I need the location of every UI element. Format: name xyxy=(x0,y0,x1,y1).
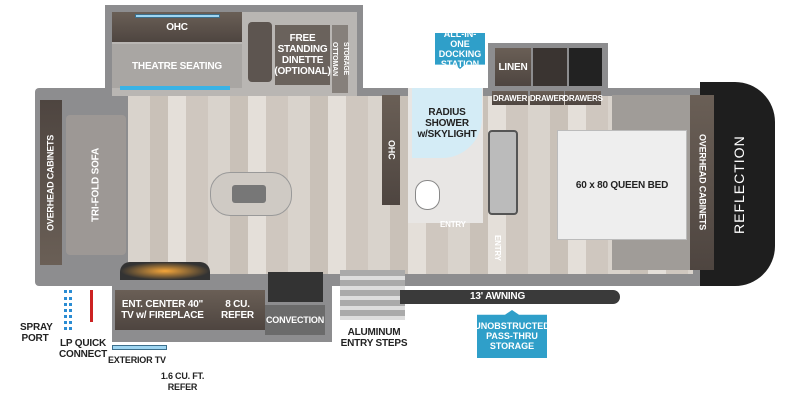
overhead-cabinets-right-label: OVERHEAD CABINETS xyxy=(697,134,708,231)
awning-label: 13' AWNING xyxy=(470,291,526,302)
theatre-light xyxy=(120,86,230,90)
fireplace xyxy=(120,262,210,280)
dark-cabinet xyxy=(569,48,602,86)
spray-port: SPRAY PORT xyxy=(20,322,53,344)
drawers-label: DRAWERS xyxy=(563,93,603,103)
linen-closet: LINEN xyxy=(495,48,531,86)
refer-label: 8 CU. REFER xyxy=(221,299,254,321)
vanity-sink xyxy=(488,130,518,215)
pass-thru-storage-callout: UNOBSTRUCTED PASS-THRU STORAGE xyxy=(477,310,547,358)
drawer-2-label: DRAWER xyxy=(529,93,565,103)
lp-hose-icon xyxy=(64,290,72,330)
drawer-1-label: DRAWER xyxy=(492,93,528,103)
entry-steps xyxy=(340,270,405,320)
drawers: DRAWERS xyxy=(563,91,603,105)
overhead-cabinets-left-label: OVERHEAD CABINETS xyxy=(45,134,56,231)
toilet-icon xyxy=(415,180,440,210)
pass-thru-storage-label: UNOBSTRUCTED PASS-THRU STORAGE xyxy=(474,321,550,351)
tri-fold-sofa: TRI-FOLD SOFA xyxy=(66,115,126,255)
stove xyxy=(268,272,323,302)
ent-center-label: ENT. CENTER 40" TV w/ FIREPLACE xyxy=(121,299,204,321)
docking-station-label: ALL-IN-ONE DOCKING STATION xyxy=(438,29,482,69)
dinette-label: FREE STANDING DINETTE (OPTIONAL) xyxy=(274,33,331,77)
storage-ottoman-label: STORAGE OTTOMAN xyxy=(331,42,349,76)
drawer-2: DRAWER xyxy=(530,91,564,105)
aluminum-steps: ALUMINUM ENTRY STEPS xyxy=(340,327,408,349)
shelves xyxy=(533,48,567,86)
theatre-seating-label: THEATRE SEATING xyxy=(132,60,222,72)
exterior-tv-icon xyxy=(112,345,167,350)
small-refer: 1.6 CU. FT. REFER xyxy=(160,371,205,392)
overhead-cabinets-right: OVERHEAD CABINETS xyxy=(690,95,714,270)
ohc-mid: OHC xyxy=(382,95,400,205)
sink-icon xyxy=(232,185,266,203)
linen-label: LINEN xyxy=(498,61,528,73)
convection-oven: CONVECTION xyxy=(265,305,325,335)
entertainment-center: ENT. CENTER 40" TV w/ FIREPLACE xyxy=(115,290,210,330)
entry-bed-label: ENTRY xyxy=(493,235,502,261)
ohc-mid-label: OHC xyxy=(386,140,397,160)
docking-station-callout: ALL-IN-ONE DOCKING STATION xyxy=(435,33,485,69)
tri-fold-sofa-label: TRI-FOLD SOFA xyxy=(90,147,102,223)
ohc-light xyxy=(135,14,220,18)
brand-logo: REFLECTION xyxy=(728,120,750,250)
exterior-tv: EXTERIOR TV xyxy=(108,355,166,365)
radius-shower-label: RADIUS SHOWER w/SKYLIGHT xyxy=(417,106,477,140)
entry-bath-label: ENTRY xyxy=(440,220,466,229)
dinette: FREE STANDING DINETTE (OPTIONAL) xyxy=(274,25,331,85)
awning xyxy=(400,290,620,304)
lp-quick-connect: LP QUICK CONNECT xyxy=(58,338,108,360)
drawer-1: DRAWER xyxy=(492,91,528,105)
storage-ottoman: STORAGE OTTOMAN xyxy=(331,25,349,93)
convection-label: CONVECTION xyxy=(265,314,324,325)
brand-label: REFLECTION xyxy=(731,135,747,235)
refrigerator: 8 CU. REFER xyxy=(210,290,265,330)
lp-line xyxy=(90,290,93,322)
ohc-top: OHC xyxy=(112,12,242,42)
theatre-seating: THEATRE SEATING xyxy=(112,44,242,88)
queen-bed-label: 60 x 80 QUEEN BED xyxy=(575,179,669,191)
ohc-top-label: OHC xyxy=(166,21,188,33)
queen-bed: 60 x 80 QUEEN BED xyxy=(557,130,687,240)
overhead-cabinets-left: OVERHEAD CABINETS xyxy=(40,100,62,265)
dinette-chairs xyxy=(248,22,272,82)
